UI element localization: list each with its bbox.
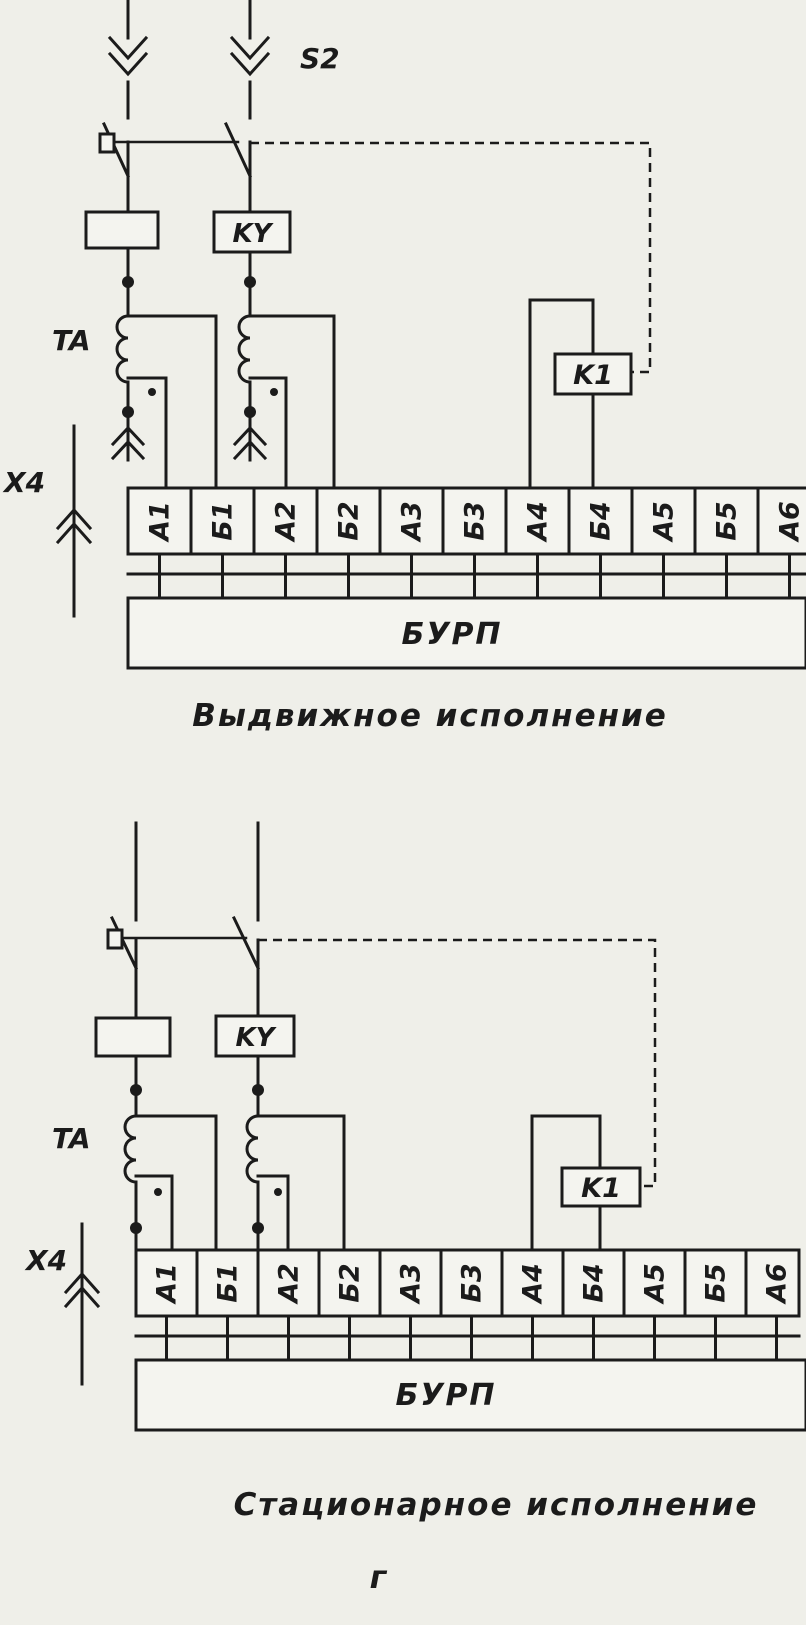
top-terminal-cell <box>441 486 508 556</box>
bottom-breaker-contacts <box>109 915 261 971</box>
bottom-breaker-latch <box>106 928 124 950</box>
top-breaker-latch <box>98 132 116 154</box>
top-terminal-label: A6 <box>775 501 806 543</box>
bottom-terminal-label: A2 <box>274 1263 305 1305</box>
top-node-4 <box>244 406 256 418</box>
top-terminal-label: Б4 <box>586 501 617 540</box>
top-contactor-box <box>553 352 633 396</box>
bottom-relay-box-2 <box>214 1014 296 1058</box>
top-terminal-label: A2 <box>271 501 302 543</box>
bottom-terminal-label: A3 <box>396 1263 427 1305</box>
top-k1-wires <box>528 298 595 490</box>
top-unit-box <box>126 596 806 670</box>
top-mechanical-link <box>250 141 652 374</box>
top-terminal-cell <box>189 486 256 556</box>
top-terminal-label: A3 <box>397 501 428 543</box>
bottom-terminal-cell <box>134 1248 199 1318</box>
top-plug-chevron-1 <box>107 35 149 77</box>
bottom-terminal-cell <box>744 1248 801 1318</box>
bottom-relay-label: KY <box>236 1023 278 1053</box>
top-unit-label: БУРП <box>401 617 502 652</box>
figure-letter: г <box>370 1558 388 1596</box>
top-terminal-strip: A1 Б1 A2 Б2 A3 Б3 A4 Б4 A5 Б5 A6 <box>126 486 806 600</box>
bottom-node-2 <box>252 1084 264 1096</box>
bottom-ct-label: TA <box>52 1122 91 1155</box>
top-ct-label: TA <box>52 324 91 357</box>
bottom-terminal-label: Б3 <box>457 1263 488 1302</box>
top-terminal-cell <box>756 486 806 556</box>
top-caption: Выдвижное исполнение <box>192 698 668 734</box>
bottom-terminal-cell <box>317 1248 382 1318</box>
bottom-relay-box-1 <box>94 1016 172 1058</box>
bottom-node-4 <box>252 1222 264 1234</box>
top-ct-plug-chevrons <box>110 425 268 461</box>
bottom-k1-wires <box>530 1114 602 1252</box>
bottom-terminal-strip: A1 Б1 A2 Б2 A3 Б3 A4 Б4 A5 Б5 A6 <box>134 1248 801 1362</box>
bottom-ct-coil-1 <box>123 1114 138 1184</box>
bottom-terminal-label: A1 <box>152 1263 183 1305</box>
bottom-caption: Стационарное исполнение <box>234 1487 759 1523</box>
top-node-3 <box>122 406 134 418</box>
top-ct-wires <box>126 308 336 490</box>
bottom-ct-wires <box>134 1108 346 1252</box>
top-relay-box-2 <box>212 210 292 254</box>
bottom-relay-wires <box>134 966 260 1112</box>
bottom-feed-lines <box>134 821 260 970</box>
bottom-ct-mark-1 <box>154 1188 162 1196</box>
top-terminal-cell <box>504 486 571 556</box>
bottom-mechanical-link <box>258 938 657 1188</box>
top-connector-symbol <box>55 424 93 618</box>
top-ct-mark-1 <box>148 388 156 396</box>
top-diagram: S2 KY TA X4 K1 A1 Б1 A2 Б2 A3 Б3 A4 Б4 A5 Б5 A6 <box>2 0 806 734</box>
bottom-unit-label: БУРП <box>395 1378 496 1413</box>
bottom-terminal-label: A4 <box>518 1263 549 1305</box>
bottom-terminal-label: Б4 <box>579 1263 610 1302</box>
top-plug-chevron-2 <box>229 35 271 77</box>
top-node-2 <box>244 276 256 288</box>
top-terminal-label: Б3 <box>460 501 491 540</box>
top-node-1 <box>122 276 134 288</box>
bottom-connector-symbol <box>63 1222 101 1386</box>
top-ct-mark-2 <box>270 388 278 396</box>
top-terminal-label: A4 <box>523 501 554 543</box>
bottom-terminal-cell <box>439 1248 504 1318</box>
top-terminal-cell <box>630 486 697 556</box>
bottom-terminal-label: Б1 <box>213 1263 244 1302</box>
bottom-contactor-label: K1 <box>581 1173 621 1204</box>
bottom-terminal-label: A6 <box>762 1263 793 1305</box>
top-ct-coil-1 <box>115 314 130 384</box>
bottom-terminal-label: Б5 <box>701 1263 732 1302</box>
bottom-terminal-cell <box>683 1248 748 1318</box>
bottom-terminal-cell <box>378 1248 443 1318</box>
top-terminal-label: Б1 <box>208 501 239 540</box>
bottom-ct-coil-2 <box>245 1114 260 1184</box>
top-terminal-cell <box>252 486 319 556</box>
top-terminal-label: A5 <box>649 501 680 543</box>
top-switch-label: S2 <box>300 42 340 75</box>
top-ct-coil-2 <box>237 314 252 384</box>
bottom-node-3 <box>130 1222 142 1234</box>
top-connector-label: X4 <box>2 466 45 499</box>
bottom-terminal-label: A5 <box>640 1263 671 1305</box>
bottom-ct-mark-2 <box>274 1188 282 1196</box>
top-breaker-contacts <box>102 122 252 178</box>
bottom-unit-box <box>134 1358 806 1432</box>
bottom-terminal-label: Б2 <box>335 1263 366 1302</box>
top-contactor-label: K1 <box>573 360 613 391</box>
top-terminal-label: Б2 <box>334 501 365 540</box>
top-relay-label: KY <box>233 219 275 249</box>
bottom-node-1 <box>130 1084 142 1096</box>
bottom-contactor-box <box>560 1166 642 1208</box>
top-relay-box-1 <box>84 210 160 250</box>
top-terminal-label: Б5 <box>712 501 743 540</box>
top-terminal-label: A1 <box>145 501 176 543</box>
bottom-connector-label: X4 <box>24 1244 67 1277</box>
